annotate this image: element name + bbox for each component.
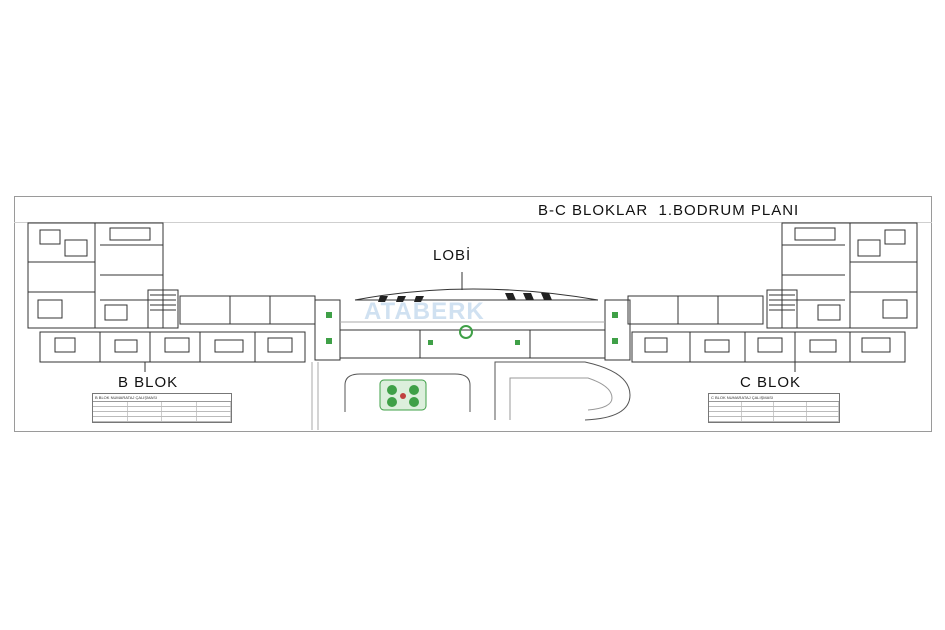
- table-row: [709, 407, 839, 412]
- b-block-numbering-table: B BLOK NUMARATAJ ÇALIŞMASI: [92, 393, 232, 423]
- table-row: [93, 402, 231, 407]
- b-block-lower-wing: [39, 331, 306, 363]
- lobby-curved-wall: [354, 288, 599, 301]
- drawing-sheet-frame: [14, 196, 932, 432]
- b-block-table-caption: B BLOK NUMARATAJ ÇALIŞMASI: [93, 394, 231, 402]
- table-row: [93, 407, 231, 412]
- table-row: [709, 417, 839, 422]
- c-block-lower-wing: [631, 331, 906, 363]
- c-block-numbering-table: C BLOK NUMARATAJ ÇALIŞMASI: [708, 393, 840, 423]
- watermark: ATABERK: [364, 298, 485, 325]
- table-row: [93, 412, 231, 417]
- b-block-label: B BLOK: [118, 374, 179, 391]
- lobby-label: LOBİ: [433, 247, 472, 264]
- c-block-table-caption: C BLOK NUMARATAJ ÇALIŞMASI: [709, 394, 839, 402]
- table-row: [93, 417, 231, 422]
- table-row: [709, 402, 839, 407]
- table-row: [709, 412, 839, 417]
- title-divider: [14, 222, 932, 223]
- c-block-label: C BLOK: [740, 374, 802, 391]
- drawing-title: B-C BLOKLAR 1.BODRUM PLANI: [538, 202, 800, 219]
